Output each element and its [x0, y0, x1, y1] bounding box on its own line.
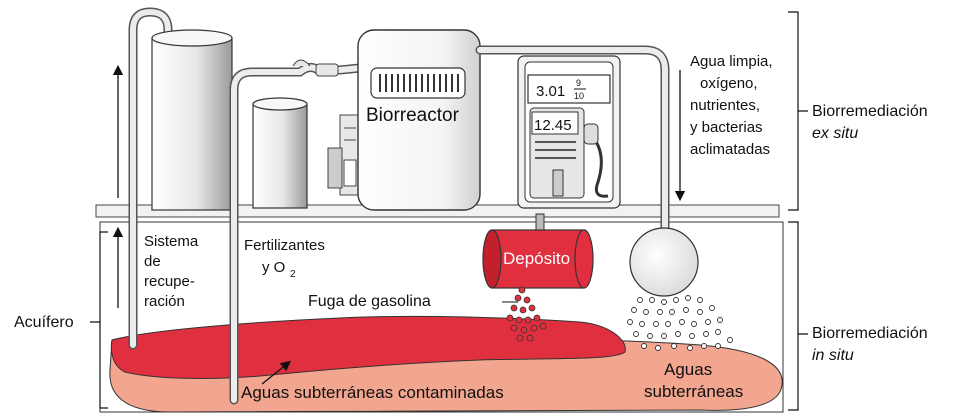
- underground-tank: [482, 229, 594, 289]
- storage-tank: [151, 29, 233, 211]
- in-situ-bracket: [788, 221, 808, 411]
- fertilizantes-line-1: Fertilizantes: [244, 237, 325, 254]
- pump-price: 3.01: [536, 83, 565, 100]
- ex-situ-bracket: [788, 11, 808, 211]
- gasoline-leak-droplets: [506, 286, 547, 342]
- contamination-pointer: [261, 360, 292, 385]
- agua-limpia-line-4: y bacterias: [690, 119, 763, 136]
- fuga-label: Fuga de gasolina: [308, 293, 431, 310]
- pump-amount: 12.45: [534, 117, 572, 134]
- injection-sphere: [629, 227, 699, 297]
- contaminated-groundwater: [110, 315, 626, 380]
- fertilizer-tank: [252, 97, 308, 209]
- gas-pump: [517, 55, 621, 209]
- sistema-line-3: recupe-: [144, 273, 195, 290]
- pump-price-fraction-num: 9: [576, 78, 581, 88]
- aguas-line-2: subterráneas: [644, 382, 743, 401]
- agua-limpia-line-1: Agua limpia,: [690, 53, 773, 70]
- sistema-line-2: de: [144, 253, 161, 270]
- fertilizantes-subscript: 2: [290, 269, 296, 280]
- aguas-contaminadas-label: Aguas subterráneas contaminadas: [241, 383, 504, 402]
- agua-limpia-line-5: aclimatadas: [690, 141, 770, 158]
- in-situ-subtitle: in situ: [812, 347, 854, 364]
- small-equipment: [327, 114, 361, 196]
- pipe-valve: [315, 63, 339, 77]
- agua-limpia-line-2: oxígeno,: [700, 75, 758, 92]
- nutrient-bubbles: [627, 295, 733, 351]
- bioreactor-label: Biorreactor: [366, 105, 460, 126]
- sistema-line-4: ración: [144, 293, 185, 310]
- sistema-line-1: Sistema: [144, 233, 199, 250]
- ex-situ-title: Biorremediación: [812, 103, 928, 120]
- aguas-line-1: Aguas: [664, 360, 712, 379]
- aquifer-bracket: [90, 231, 108, 409]
- bioreactor-unit: [357, 29, 481, 211]
- agua-limpia-line-3: nutrientes,: [690, 97, 760, 114]
- in-situ-title: Biorremediación: [812, 325, 928, 342]
- pump-price-fraction-den: 10: [574, 91, 584, 101]
- acuifero-label: Acuífero: [14, 314, 74, 331]
- ex-situ-subtitle: ex situ: [812, 125, 858, 142]
- tank-label: Depósito: [503, 249, 570, 268]
- fertilizantes-line-2: y O: [262, 259, 285, 276]
